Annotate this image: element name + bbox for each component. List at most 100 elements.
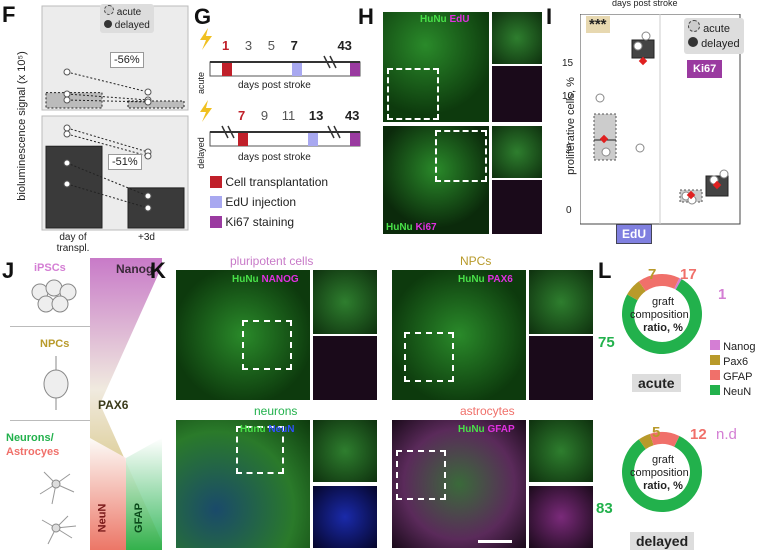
panel-label-j: J (2, 258, 15, 283)
i-ytick-10: 10 (562, 91, 574, 102)
i-ylabel: proliferative cells, % (565, 77, 577, 175)
k-neurons-stain: Hunu NeuN (240, 424, 295, 435)
k-neurons-inset-blue (313, 486, 377, 548)
donut-acute-slice-nanog (674, 277, 682, 290)
i-ki67-label: Ki67 (687, 60, 723, 78)
g-xlabel-acute: days post stroke (238, 80, 311, 91)
l-acute-pax6: 7 (648, 266, 657, 283)
l-legend: Nanog Pax6 GFAP NeuN (710, 340, 755, 400)
l-delayed-label: delayed (630, 532, 695, 550)
panel-label-i: I (546, 4, 553, 29)
f-bar-delayed-1 (127, 187, 185, 229)
l-delayed-nanog: n.d (716, 426, 737, 443)
k-title-neurons: neurons (254, 404, 298, 418)
j-neun: NeuN (96, 503, 109, 533)
j-npcs: NPCs (40, 338, 70, 350)
k-title-astro: astrocytes (460, 404, 515, 418)
f-bar-acute-1 (127, 100, 185, 109)
f-xtick-3d: +3d (138, 232, 155, 243)
l-acute-gfap: 17 (680, 266, 697, 283)
j-neurons: Neurons/ (6, 432, 54, 444)
l-delayed-gfap: 12 (690, 426, 707, 443)
f-pct-bottom: -51% (108, 154, 142, 170)
k-title-npc: NPCs (460, 254, 492, 268)
k-astro-main (392, 420, 526, 548)
donut-acute-slice-gfap (638, 274, 680, 292)
donut-acute-slice-neun (622, 279, 702, 354)
i-ytick-5: 5 (566, 143, 572, 154)
l-acute-neun: 75 (598, 334, 615, 351)
l-donut-delayed (622, 432, 702, 512)
f-pct-top: -56% (110, 52, 144, 68)
k-npc-main (392, 270, 526, 400)
panel-label-h: H (358, 4, 374, 29)
f-legend: acute delayed (100, 4, 154, 33)
k-astro-inset-magenta (529, 486, 593, 548)
k-npc-stain: HuNu PAX6 (458, 274, 513, 285)
h-top-inset-magenta (492, 66, 542, 122)
h-bottom-inset-magenta (492, 180, 542, 234)
j-ipscs: iPSCs (34, 262, 66, 274)
l-acute-nanog: 1 (718, 286, 727, 303)
l-acute-label: acute (632, 374, 681, 392)
j-pax6: PAX6 (98, 398, 129, 412)
k-pluri-main (176, 270, 310, 400)
i-edu-label: EdU (616, 224, 652, 244)
panel-label-l: L (598, 258, 612, 283)
f-ylabel: bioluminescence signal (x 10⁵) (16, 51, 28, 201)
i-legend: acute delayed (684, 18, 744, 54)
k-astro-inset-green (529, 420, 593, 482)
npc-cell-icon (43, 356, 69, 410)
j-astrocytes: Astrocyes (6, 446, 60, 458)
l-delayed-pax6: 5 (652, 424, 661, 441)
donut-acute-slice-pax6 (627, 281, 646, 301)
f-chart (41, 5, 189, 231)
panel-label-f: F (2, 2, 16, 27)
l-delayed-neun: 83 (596, 500, 613, 517)
g-acute-days: 1 3 5 7 43 (222, 38, 352, 53)
k-pluri-inset-magenta (313, 336, 377, 400)
l-donut-acute (622, 274, 702, 354)
h-top-main-image (383, 12, 489, 122)
k-neurons-inset-green (313, 420, 377, 482)
h-bottom-stain: HuNu Ki67 (386, 222, 437, 233)
h-bottom-main-image (383, 126, 489, 234)
g-delayed-days: 7 9 11 13 43 (238, 108, 360, 123)
g-delayed-label: delayed (196, 137, 206, 169)
h-bottom-inset-green (492, 126, 542, 178)
k-astro-stain: HuNu GFAP (458, 424, 515, 435)
i-ytick-0: 0 (566, 205, 572, 216)
j-gfap: GFAP (132, 503, 145, 533)
i-title: days post stroke (612, 0, 678, 8)
f-bar-delayed-0 (45, 145, 103, 229)
donut-delayed-slice-neun (622, 435, 702, 512)
j-gradient-wedge (90, 258, 162, 550)
f-bar-acute-0 (45, 92, 103, 109)
g-timeline: acute delayed (196, 28, 361, 169)
h-top-inset-green (492, 12, 542, 64)
i-significance: *** (586, 16, 610, 33)
g-acute-label: acute (196, 72, 206, 94)
g-legend: Cell transplantation EdU injection Ki67 … (210, 172, 328, 232)
panel-label-g: G (194, 4, 212, 29)
k-npc-inset-magenta (529, 336, 593, 400)
g-lightning-icon-delayed (200, 100, 212, 122)
f-xtick-day: day of transpl. (56, 232, 90, 254)
i-ytick-15: 15 (562, 58, 574, 69)
k-title-pluri: pluripotent cells (230, 254, 314, 268)
j-nanog: Nanog (116, 262, 154, 276)
ipsc-cluster-icon (31, 279, 77, 313)
donut-delayed-slice-gfap (650, 432, 680, 447)
k-pluri-stain: HuNu NANOG (232, 274, 299, 285)
h-top-stain: HuNu EdU (420, 14, 470, 25)
k-pluri-inset-green (313, 270, 377, 334)
panel-label-k: K (150, 258, 166, 283)
k-neurons-main (176, 420, 310, 548)
donut-delayed-slice-pax6 (638, 433, 654, 450)
g-xlabel-delayed: days post stroke (238, 152, 311, 163)
g-lightning-icon-acute (200, 28, 212, 50)
neuron-astrocyte-icon (39, 471, 77, 545)
k-npc-inset-green (529, 270, 593, 334)
